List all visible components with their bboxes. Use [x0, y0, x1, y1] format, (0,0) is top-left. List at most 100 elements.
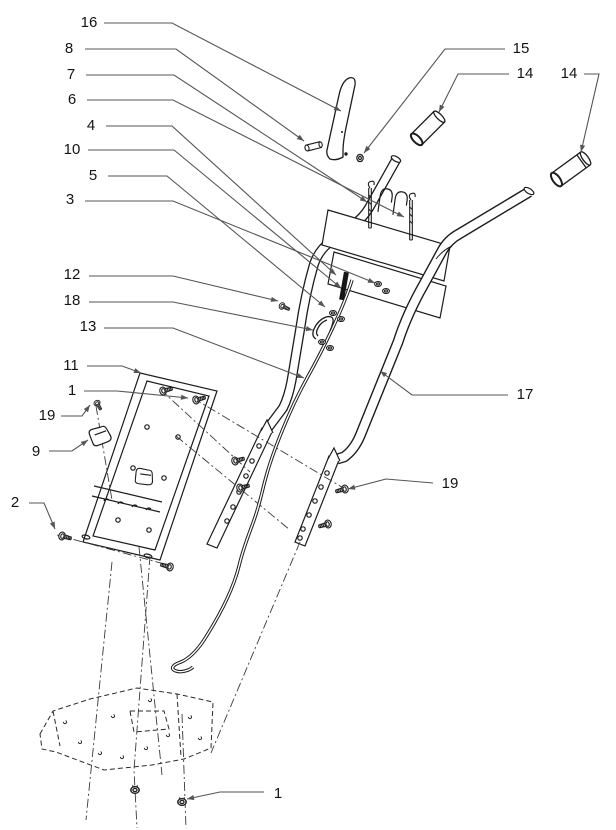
wire-clip: [312, 315, 334, 340]
leader-line: [85, 48, 305, 142]
callout-label: 15: [513, 40, 530, 57]
bolt-icon: [230, 454, 246, 467]
grip-left: [409, 110, 446, 147]
leader-arrowhead-icon: [296, 134, 304, 141]
leader-arrowhead-icon: [296, 373, 304, 378]
leader-arrowhead-icon: [348, 484, 356, 490]
leader-arrowhead-icon: [367, 277, 375, 283]
screw-icon: [277, 301, 292, 313]
leader-arrowhead-icon: [187, 795, 195, 801]
leader-arrowhead-icon: [49, 521, 55, 529]
leader-arrowhead-icon: [439, 104, 445, 112]
callout-label: 11: [63, 357, 79, 374]
leader-arrowhead-icon: [359, 195, 367, 202]
leader-arrowhead-icon: [133, 368, 141, 374]
leader-arrowhead-icon: [180, 394, 188, 400]
leader-line: [29, 502, 56, 530]
callout-label: 2: [11, 494, 19, 511]
callout-15-16: 15: [363, 40, 530, 154]
leader-line: [108, 175, 326, 308]
bolt-icon: [334, 483, 350, 496]
callout-2-15: 2: [11, 494, 56, 530]
leader-arrowhead-icon: [317, 300, 325, 307]
leader-line: [104, 22, 342, 112]
callout-7-2: 7: [67, 66, 368, 203]
leader-arrowhead-icon: [270, 296, 278, 302]
leader-line: [84, 390, 189, 399]
callout-label: 14: [517, 65, 534, 82]
leader-line: [186, 791, 264, 800]
leader-arrowhead-icon: [380, 371, 388, 378]
callout-label: 18: [64, 292, 81, 309]
callout-8-1: 8: [65, 40, 305, 142]
nut-icon: [130, 784, 140, 795]
leader-line: [89, 275, 279, 302]
throttle-lever: [326, 77, 356, 161]
callout-3-7: 3: [66, 191, 376, 284]
leader-arrowhead-icon: [83, 405, 90, 413]
callout-label: 12: [64, 266, 81, 283]
grip-right: [549, 151, 592, 188]
leader-arrowhead-icon: [333, 105, 341, 111]
leader-line: [347, 478, 434, 490]
base-plate-phantom: [39, 687, 214, 771]
callout-18-9: 18: [64, 292, 314, 332]
callout-label: 5: [89, 167, 97, 184]
leader-line: [61, 404, 91, 417]
washer-icon: [329, 309, 337, 317]
hardware: [57, 141, 416, 807]
callout-4-4: 4: [87, 117, 337, 276]
washer-icon: [337, 315, 345, 323]
callout-label: 1: [68, 382, 76, 399]
leader-line: [86, 74, 368, 203]
callout-label: 17: [517, 386, 534, 403]
callout-label: 7: [67, 66, 75, 83]
callout-12-8: 12: [64, 266, 279, 302]
bolt-icon: [317, 518, 333, 531]
callout-9-14: 9: [32, 439, 89, 460]
callout-6-3: 6: [68, 91, 405, 218]
leader-line: [438, 73, 509, 113]
leader-line: [580, 73, 600, 153]
callout-16-0: 16: [81, 14, 342, 112]
lever-pivot-dot: [344, 152, 348, 156]
leader-line: [87, 365, 142, 374]
callout-5-6: 5: [89, 167, 326, 308]
callout-13-10: 13: [80, 318, 305, 379]
bolt-icon: [159, 560, 175, 573]
pivot-pin: [304, 141, 323, 152]
callout-label: 8: [65, 40, 73, 57]
bolt-icon: [57, 530, 73, 543]
projection-lines: [56, 388, 346, 829]
nut-icon: [177, 796, 187, 807]
callout-19-13: 19: [39, 404, 91, 424]
washer-icon: [374, 280, 382, 288]
washer-icon: [382, 287, 390, 295]
leader-arrowhead-icon: [333, 281, 341, 288]
ring: [356, 153, 364, 163]
callout-label: 14: [561, 65, 578, 82]
callout-label: 6: [68, 91, 76, 108]
callout-14-17: 14: [438, 65, 534, 113]
spring-segment: [339, 271, 349, 301]
bolt-icon: [92, 398, 105, 412]
callout-label: 19: [442, 475, 459, 492]
washer-icon: [326, 344, 334, 352]
leader-line: [106, 125, 337, 276]
control-rod: [170, 279, 354, 674]
callout-label: 4: [87, 117, 95, 134]
callout-17-19: 17: [379, 370, 534, 403]
leader-arrowhead-icon: [305, 326, 313, 332]
clamp-icon: [87, 424, 113, 448]
leader-line: [88, 149, 342, 289]
callout-label: 3: [66, 191, 74, 208]
panel-pin-right-icon: [408, 192, 416, 241]
callout-19-20: 19: [347, 475, 459, 492]
leader-arrowhead-icon: [580, 144, 586, 152]
callout-label: 1: [274, 785, 282, 802]
leader-arrowhead-icon: [80, 440, 88, 447]
handle-tube-right: [335, 186, 535, 465]
